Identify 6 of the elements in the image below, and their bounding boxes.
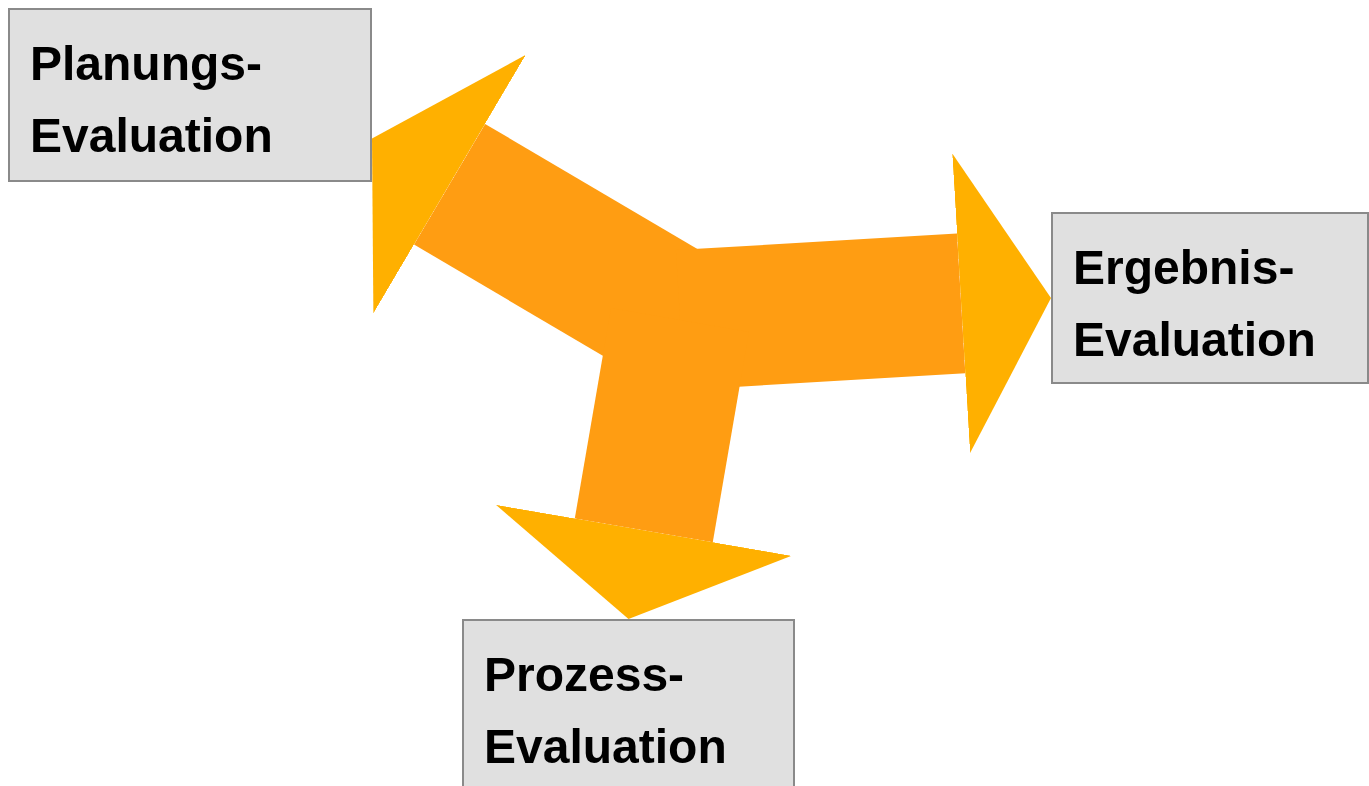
box-label: Ergebnis- Evaluation (1072, 240, 1317, 368)
box-label: Planungs- Evaluation (29, 36, 274, 164)
box-label: Prozess- Evaluation (483, 647, 728, 775)
label-box (1051, 212, 1369, 384)
label-box (8, 8, 372, 182)
label-box (462, 619, 795, 786)
